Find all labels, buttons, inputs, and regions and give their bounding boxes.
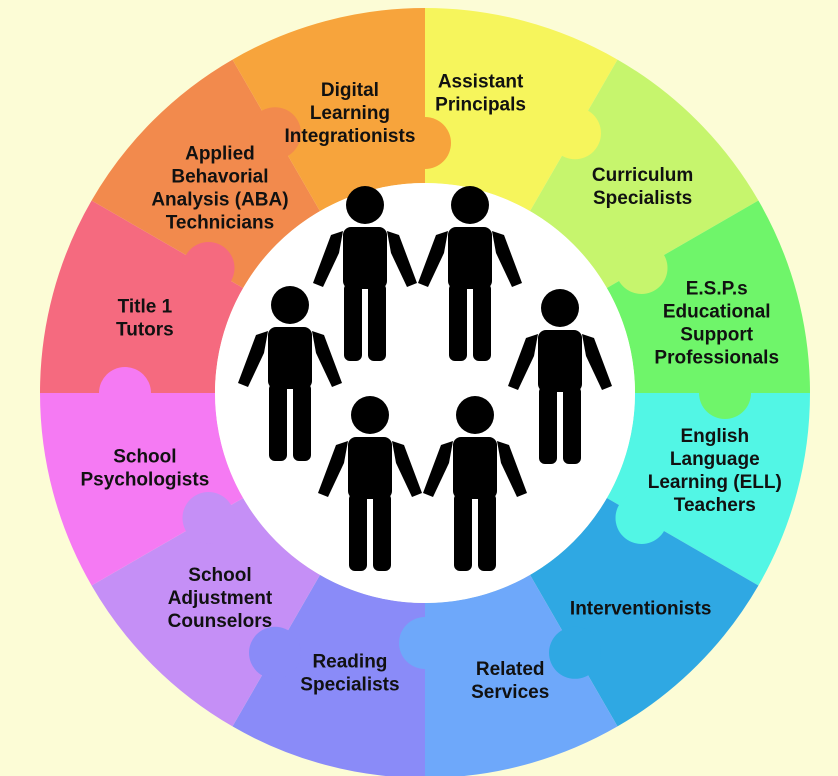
label-line: Counselors [168, 611, 273, 632]
segment-reading-specialists [232, 574, 425, 776]
segment-digital-learning-integrationists [232, 8, 425, 212]
knob-curriculum-specialists [615, 242, 668, 294]
label-line: Curriculum [592, 165, 693, 186]
center-circle [215, 183, 635, 603]
knob-assistant-principals [549, 107, 601, 160]
knob-interventionists [549, 626, 601, 679]
person-icon [318, 396, 422, 571]
label-line: Technicians [166, 212, 274, 233]
label-line: Teachers [674, 495, 756, 516]
knob-digital-learning-integrationists [399, 117, 451, 169]
person-icon [313, 186, 417, 361]
label-line: Specialists [593, 188, 692, 209]
segment-title-1-tutors [40, 200, 244, 393]
label-line: School [113, 447, 176, 468]
knob-school-psychologists [99, 367, 151, 419]
puzzle-knobs [99, 107, 751, 679]
segment-related-services [425, 574, 618, 776]
label-line: Support [680, 324, 753, 345]
knob-aba-technicians [249, 107, 301, 160]
label-line: E.S.P.s [686, 278, 748, 299]
label-line: English [680, 426, 749, 447]
label-line: Assistant [438, 72, 524, 93]
label-line: Analysis (ABA) [151, 189, 288, 210]
person-icon [238, 286, 342, 461]
segment-assistant-principals [425, 8, 618, 212]
segment-ell-teachers [606, 393, 810, 586]
label-line: Reading [312, 652, 387, 673]
people-group [238, 186, 612, 571]
knob-title-1-tutors [182, 242, 235, 294]
label-line: Language [670, 449, 760, 470]
label-line: Applied [185, 143, 255, 164]
label-line: Learning (ELL) [648, 472, 782, 493]
label-line: Professionals [654, 347, 779, 368]
knob-ell-teachers [615, 492, 668, 544]
knob-school-adjustment-counselors [182, 492, 235, 544]
segment-school-psychologists [40, 393, 244, 586]
label-line: Adjustment [168, 588, 273, 609]
person-icon [508, 289, 612, 464]
knob-reading-specialists [249, 626, 301, 679]
label-line: Psychologists [80, 470, 209, 491]
knob-related-services [399, 617, 451, 669]
label-line: Specialists [300, 675, 399, 696]
label-line: Related [476, 659, 545, 680]
label-line: Educational [663, 301, 771, 322]
label-line: Principals [435, 95, 526, 116]
label-line: Interventionists [570, 599, 711, 620]
label-interventionists: Interventionists [570, 599, 711, 620]
knob-esps [699, 367, 751, 419]
label-line: Digital [321, 80, 379, 101]
person-icon [423, 396, 527, 571]
label-line: Integrationists [284, 126, 415, 147]
label-line: Title 1 [118, 296, 173, 317]
person-icon [418, 186, 522, 361]
label-line: Learning [310, 103, 390, 124]
label-line: Behavorial [171, 166, 268, 187]
label-line: Services [471, 682, 549, 703]
label-line: Tutors [116, 319, 174, 340]
segment-esps [606, 200, 810, 393]
label-line: School [188, 565, 251, 586]
